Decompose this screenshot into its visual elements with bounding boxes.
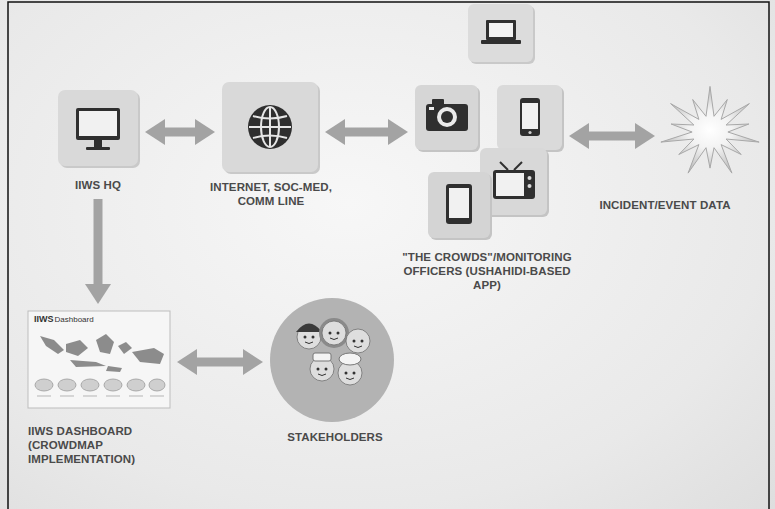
stakeholder-faces: [270, 298, 394, 422]
thumbnail-title: IIWS: [34, 314, 54, 324]
stakeholder-circle: STAKEHOLDERS: [270, 298, 394, 422]
face-icon: [296, 324, 322, 350]
arrow-head: [145, 119, 165, 145]
arrow-shaft: [94, 199, 103, 285]
device-cluster: [415, 4, 564, 240]
node-label: IIWS HQ: [38, 178, 158, 192]
face-icon: [319, 318, 349, 348]
thumbnail-title: Dashboard: [55, 315, 94, 324]
face-icon: [338, 353, 362, 385]
monitor-icon: [58, 90, 140, 168]
dashboard-thumbnail: IIWS DASHBOARD (CROWDMAP IMPLEMENTATION): [28, 311, 170, 408]
arrow-head: [325, 119, 345, 145]
face-icon: [346, 329, 370, 353]
icon-tile: INTERNET, SOC-MED, COMM LINE: [222, 82, 318, 172]
starburst: INCIDENT/EVENT DATA: [662, 88, 758, 176]
arrow-shaft: [344, 128, 389, 137]
arrow-shaft: [164, 128, 196, 137]
flow-arrow: [85, 199, 111, 304]
arrow-head: [635, 123, 655, 149]
arrow-head: [85, 284, 111, 304]
arrow-shaft: [588, 132, 636, 141]
frame: [8, 2, 769, 509]
flow-arrow: [569, 123, 655, 149]
node-label: STAKEHOLDERS: [262, 430, 408, 444]
flow-arrow: [325, 119, 408, 145]
node-label: IIWS DASHBOARD (CROWDMAP IMPLEMENTATION): [28, 424, 156, 466]
dashboard-thumbnail: [28, 311, 170, 408]
face-icon: [310, 353, 334, 381]
arrow-head: [388, 119, 408, 145]
flow-arrow: [177, 349, 263, 375]
arrow-shaft: [196, 358, 244, 367]
flow-arrow: [145, 119, 215, 145]
arrow-head: [243, 349, 263, 375]
arrow-head: [177, 349, 197, 375]
device-cluster: "THE CROWDS"/MONITORING OFFICERS (USHAHI…: [415, 4, 562, 238]
node-label: INCIDENT/EVENT DATA: [585, 198, 745, 212]
starburst: [661, 86, 759, 173]
arrow-head: [569, 123, 589, 149]
icon-tile: IIWS HQ: [58, 90, 138, 166]
arrow-head: [195, 119, 215, 145]
globe-icon: [222, 82, 320, 174]
node-label: "THE CROWDS"/MONITORING OFFICERS (USHAHI…: [394, 250, 580, 292]
node-label: INTERNET, SOC-MED, COMM LINE: [195, 180, 347, 208]
